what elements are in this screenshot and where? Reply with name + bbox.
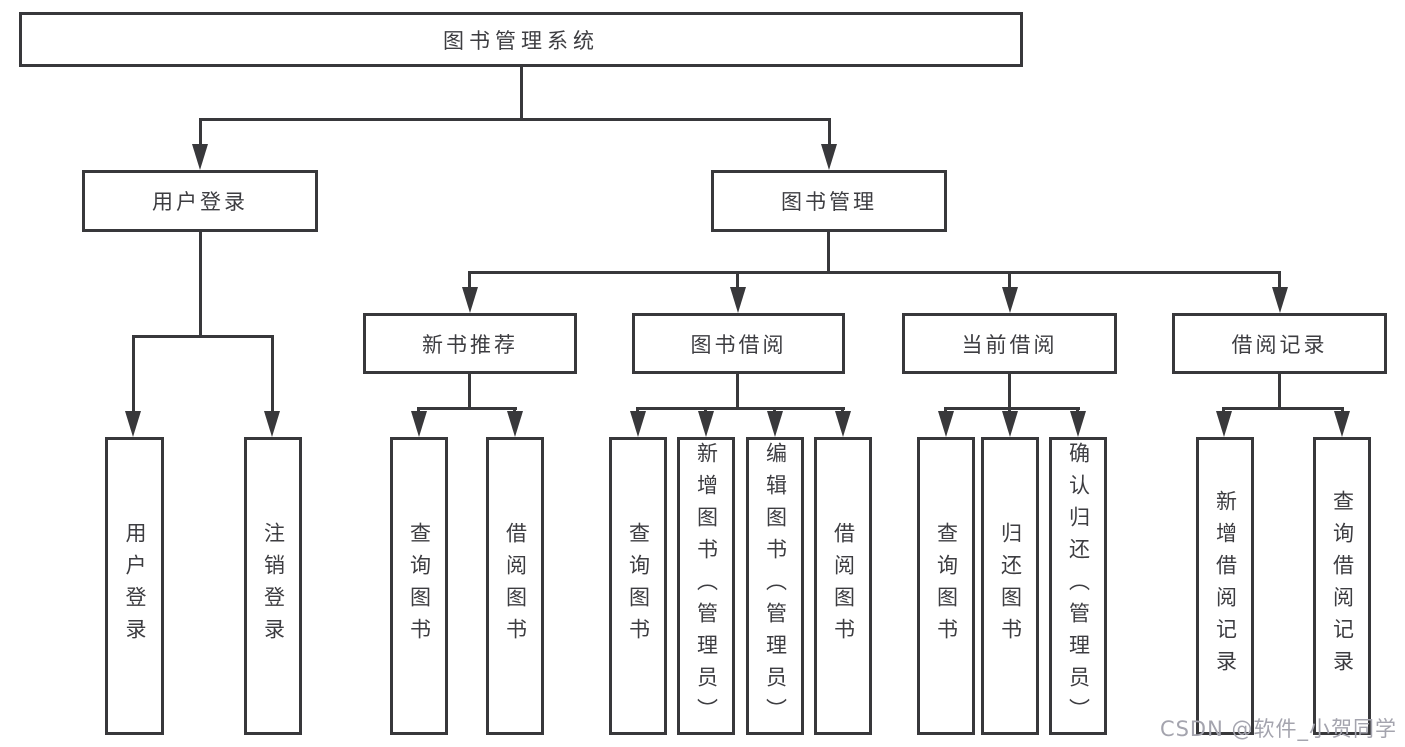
arrow-to-return-books bbox=[1002, 411, 1018, 437]
arrow-to-add-borrow-record bbox=[1216, 411, 1232, 437]
connector-recommend-bus bbox=[417, 407, 517, 410]
arrow-to-book-borrow bbox=[730, 287, 746, 313]
leaf-query-books-borrow-label: 查询图书 bbox=[626, 522, 651, 650]
connector-root-bus bbox=[199, 118, 831, 121]
connector-bookmgmt-drop-2 bbox=[736, 271, 739, 291]
arrow-to-query-books-current bbox=[938, 411, 954, 437]
leaf-return-books-label: 归还图书 bbox=[998, 522, 1023, 650]
connector-userlogin-stem bbox=[199, 232, 202, 335]
leaf-user-login: 用户登录 bbox=[105, 437, 164, 735]
leaf-logout-label: 注销登录 bbox=[261, 522, 286, 650]
arrow-to-add-books-admin bbox=[698, 411, 714, 437]
arrow-to-edit-books-admin bbox=[767, 411, 783, 437]
connector-bookmgmt-drop-1 bbox=[468, 271, 471, 291]
leaf-query-books-current: 查询图书 bbox=[917, 437, 975, 735]
connector-bookmgmt-bus bbox=[468, 271, 1281, 274]
leaf-query-borrow-record: 查询借阅记录 bbox=[1313, 437, 1371, 735]
node-current-borrow: 当前借阅 bbox=[902, 313, 1117, 374]
leaf-add-books-admin: 新增图书（管理员） bbox=[677, 437, 735, 735]
csdn-watermark: CSDN @软件_小贺同学 bbox=[1159, 717, 1397, 741]
node-book-borrow: 图书借阅 bbox=[632, 313, 845, 374]
leaf-add-borrow-record-label: 新增借阅记录 bbox=[1213, 490, 1238, 682]
arrow-to-confirm-return-admin bbox=[1070, 411, 1086, 437]
leaf-query-books-current-label: 查询图书 bbox=[934, 522, 959, 650]
node-new-book-recommend: 新书推荐 bbox=[363, 313, 577, 374]
connector-userlogin-bus bbox=[132, 335, 274, 338]
arrow-to-borrow-books bbox=[835, 411, 851, 437]
arrow-to-leaf-user-login bbox=[125, 411, 141, 437]
connector-bookmgmt-drop-3 bbox=[1008, 271, 1011, 291]
leaf-logout: 注销登录 bbox=[244, 437, 302, 735]
node-user-login: 用户登录 bbox=[82, 170, 318, 232]
connector-bookmgmt-stem bbox=[827, 232, 830, 271]
arrow-to-query-books-borrow bbox=[630, 411, 646, 437]
leaf-query-books-recommend-label: 查询图书 bbox=[407, 522, 432, 650]
connector-currentborrow-stem bbox=[1008, 374, 1011, 407]
leaf-edit-books-admin: 编辑图书（管理员） bbox=[746, 437, 804, 735]
arrow-to-borrow-records bbox=[1272, 287, 1288, 313]
leaf-query-borrow-record-label: 查询借阅记录 bbox=[1330, 490, 1355, 682]
leaf-borrow-books-recommend: 借阅图书 bbox=[486, 437, 544, 735]
node-root: 图书管理系统 bbox=[19, 12, 1023, 67]
node-book-management: 图书管理 bbox=[711, 170, 947, 232]
connector-records-bus bbox=[1222, 407, 1344, 410]
leaf-add-books-admin-label: 新增图书（管理员） bbox=[694, 442, 719, 730]
leaf-borrow-books-label: 借阅图书 bbox=[831, 522, 856, 650]
connector-root-drop-right bbox=[828, 118, 831, 146]
leaf-user-login-label: 用户登录 bbox=[123, 522, 147, 650]
connector-bookborrow-bus bbox=[636, 407, 845, 410]
connector-recommend-stem bbox=[468, 374, 471, 407]
leaf-confirm-return-admin: 确认归还（管理员） bbox=[1049, 437, 1107, 735]
connector-userlogin-drop-2 bbox=[271, 335, 274, 413]
leaf-query-books-borrow: 查询图书 bbox=[609, 437, 667, 735]
connector-root-stem bbox=[520, 67, 523, 118]
arrow-to-leaf-logout bbox=[264, 411, 280, 437]
leaf-return-books: 归还图书 bbox=[981, 437, 1039, 735]
leaf-borrow-books-recommend-label: 借阅图书 bbox=[503, 522, 528, 650]
node-borrow-records: 借阅记录 bbox=[1172, 313, 1387, 374]
arrow-to-current-borrow bbox=[1002, 287, 1018, 313]
connector-bookmgmt-drop-4 bbox=[1278, 271, 1281, 291]
arrow-to-new-book-recommend bbox=[462, 287, 478, 313]
connector-currentborrow-bus bbox=[944, 407, 1080, 410]
arrow-to-query-books-recommend bbox=[411, 411, 427, 437]
arrow-to-query-borrow-record bbox=[1334, 411, 1350, 437]
leaf-add-borrow-record: 新增借阅记录 bbox=[1196, 437, 1254, 735]
connector-userlogin-drop-1 bbox=[132, 335, 135, 413]
leaf-query-books-recommend: 查询图书 bbox=[390, 437, 448, 735]
arrow-to-book-management bbox=[821, 144, 837, 170]
connector-bookborrow-stem bbox=[736, 374, 739, 407]
leaf-borrow-books: 借阅图书 bbox=[814, 437, 872, 735]
arrow-to-user-login bbox=[192, 144, 208, 170]
leaf-edit-books-admin-label: 编辑图书（管理员） bbox=[763, 442, 788, 730]
leaf-confirm-return-admin-label: 确认归还（管理员） bbox=[1066, 442, 1091, 730]
connector-root-drop-left bbox=[199, 118, 202, 146]
arrow-to-borrow-books-recommend bbox=[507, 411, 523, 437]
connector-records-stem bbox=[1278, 374, 1281, 407]
